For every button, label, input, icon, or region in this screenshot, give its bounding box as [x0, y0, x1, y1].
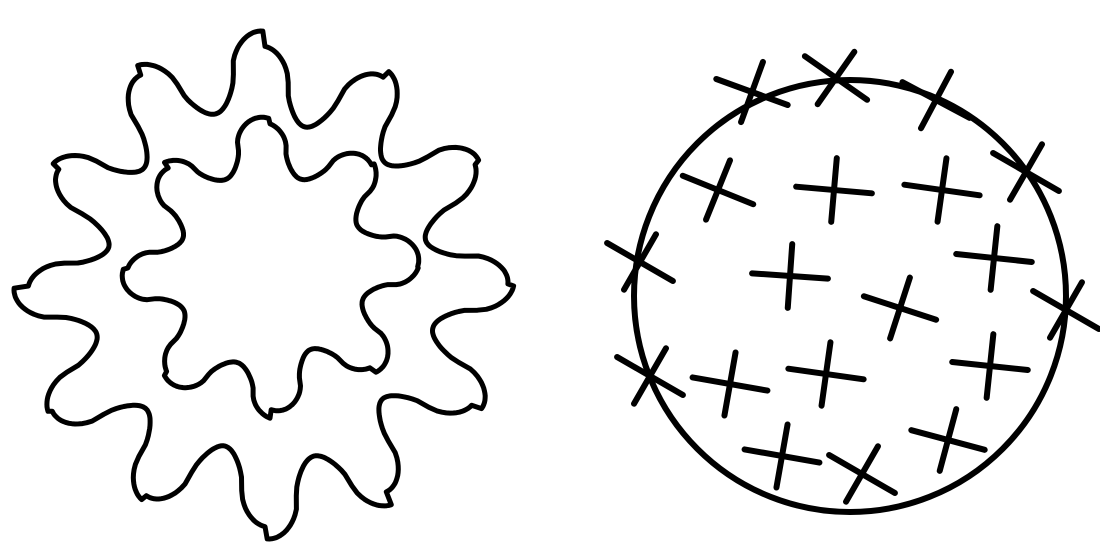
cross-mark — [601, 329, 699, 422]
cross-mark — [750, 241, 830, 310]
circle-outline — [634, 80, 1066, 512]
outer-wavy-outline — [14, 31, 514, 539]
circle-crosses-panel — [591, 30, 1100, 521]
inner-wavy-outline — [122, 117, 419, 418]
cross-mark — [784, 337, 868, 411]
cross-mark — [887, 54, 984, 146]
cross-mark — [854, 266, 946, 350]
wavy-blob-panel — [14, 31, 514, 539]
cross-mark — [953, 222, 1035, 294]
cross-mark — [793, 155, 874, 225]
cross-mark — [739, 418, 825, 494]
cross-mark — [687, 346, 773, 422]
cross-mark — [900, 153, 984, 227]
cross-mark — [949, 330, 1031, 402]
cross-mark — [977, 125, 1075, 218]
cross-mark — [591, 215, 689, 308]
